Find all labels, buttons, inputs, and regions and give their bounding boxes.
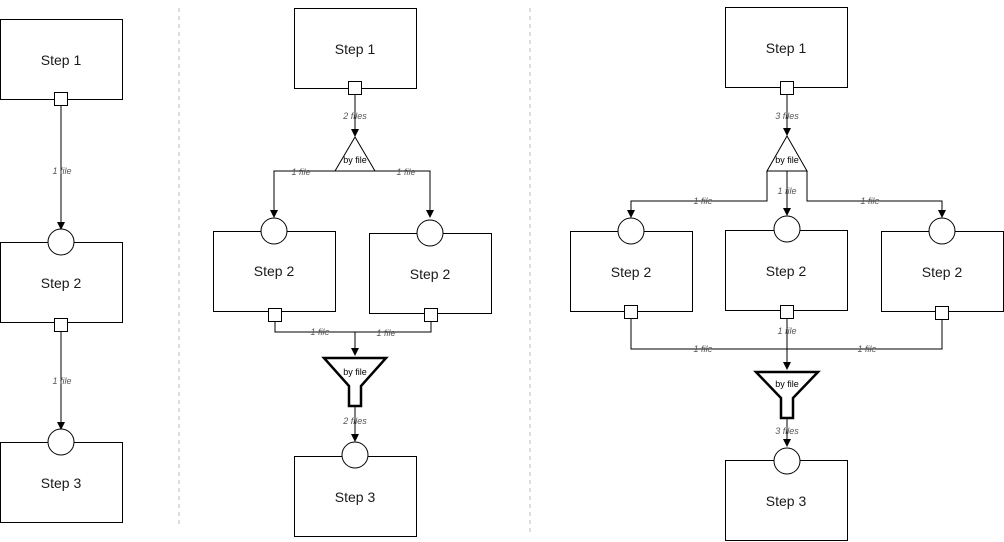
panel-c-step2-right-label: Step 2 [922,264,963,280]
panel-b-merge-bus [274,322,432,333]
panel-c-step2-left-input-port[interactable] [617,217,645,245]
panel-c-split-mid-label: 1 file [777,186,796,196]
panel-b-step1-label: Step 1 [335,41,376,57]
panel-b-step1-output-port[interactable] [348,81,362,95]
panel-c-split-left-label: 1 file [693,196,712,206]
panel-c-split-node-label: by file [775,155,799,165]
panel-b-merge-left-label: 1 file [310,327,329,337]
panel-b-merge-out-label: 2 files [342,416,367,426]
panel-c: Step 1 3 files by file 1 file 1 file 1 f… [570,7,1004,541]
panel-c-step1-node[interactable]: Step 1 [725,7,848,88]
panel-b-split-right-label: 1 file [396,167,415,177]
panel-c-step2-left-node[interactable]: Step 2 [570,231,693,312]
panel-b-merge-node-label: by file [343,367,367,377]
panel-a-step3-input-port[interactable] [47,428,75,456]
panel-c-step2-right-input-port[interactable] [928,217,956,245]
panel-b-step2-left-input-port[interactable] [260,217,288,245]
panel-c-split-right-label: 1 file [860,196,879,206]
panel-c-step3-input-port[interactable] [773,447,801,475]
panel-c-split-in-label: 3 files [775,111,799,121]
panel-c-merge-node-label: by file [775,379,799,389]
panel-a-step1-node[interactable]: Step 1 [0,19,123,100]
panel-c-step2-right-node[interactable]: Step 2 [881,231,1004,312]
panel-c-split-node[interactable]: by file [766,134,808,172]
panel-b-step2-left-label: Step 2 [254,263,295,279]
panel-c-merge-node[interactable]: by file [753,370,821,420]
panel-b-step1-node[interactable]: Step 1 [294,8,417,89]
panel-c-step3-label: Step 3 [766,493,807,509]
panel-c-step2-mid-node[interactable]: Step 2 [725,230,848,311]
panel-b-step3-input-port[interactable] [341,441,369,469]
panel-c-merge-out-label: 3 files [775,426,799,436]
panel-b-merge-node[interactable]: by file [321,356,389,408]
panel-b-split-left-label: 1 file [291,167,310,177]
panel-b-step3-node[interactable]: Step 3 [294,456,417,537]
panel-b-step2-right-output-port[interactable] [424,308,438,322]
panel-c-step2-left-output-port[interactable] [624,305,638,319]
panel-b-split-in-label: 2 files [342,111,367,121]
panel-b-edge-split-right [375,170,434,218]
panel-a-step2-label: Step 2 [41,275,82,291]
panel-c-merge-mid-label: 1 file [777,326,796,336]
panel-a-step3-label: Step 3 [41,475,82,491]
panel-c-step1-output-port[interactable] [780,81,794,95]
panel-b-step2-left-output-port[interactable] [268,308,282,322]
panel-b-step2-left-node[interactable]: Step 2 [213,231,336,312]
panel-c-merge-right-label: 1 file [857,344,876,354]
panel-a-step3-node[interactable]: Step 3 [0,442,123,523]
panel-c-edge-split-left [627,171,768,218]
panel-a-step2-node[interactable]: Step 2 [0,242,123,323]
panel-c-merge-left-label: 1 file [693,344,712,354]
panel-c-step2-right-output-port[interactable] [935,306,949,320]
panel-b-merge-right-label: 1 file [376,328,395,338]
panel-b-step2-right-label: Step 2 [410,266,451,282]
panel-a-edge-2-label: 1 file [52,376,71,386]
panel-c-step2-left-label: Step 2 [611,264,652,280]
panel-b-split-node-label: by file [343,155,367,165]
panel-c-step2-mid-output-port[interactable] [780,305,794,319]
panel-b-step2-right-node[interactable]: Step 2 [369,233,492,314]
panel-b: Step 1 2 files by file 1 file 1 file Ste… [213,8,492,537]
panel-c-edge-split-right [806,171,946,218]
panel-b-step2-right-input-port[interactable] [416,219,444,247]
panel-c-step2-mid-label: Step 2 [766,263,807,279]
panel-c-step2-mid-input-port[interactable] [773,215,801,243]
panel-a-edge-1-label: 1 file [52,166,71,176]
panel-b-split-node[interactable]: by file [334,136,376,172]
panel-a-step2-output-port[interactable] [54,318,68,332]
panel-a: Step 1 1 file Step 2 1 file Step 3 [0,19,123,523]
panel-b-edge-split-left [270,170,335,218]
panel-a-step1-label: Step 1 [41,52,82,68]
panel-b-step3-label: Step 3 [335,489,376,505]
panel-a-step1-output-port[interactable] [54,92,68,106]
panel-a-step2-input-port[interactable] [47,228,75,256]
panel-c-step1-label: Step 1 [766,40,807,56]
